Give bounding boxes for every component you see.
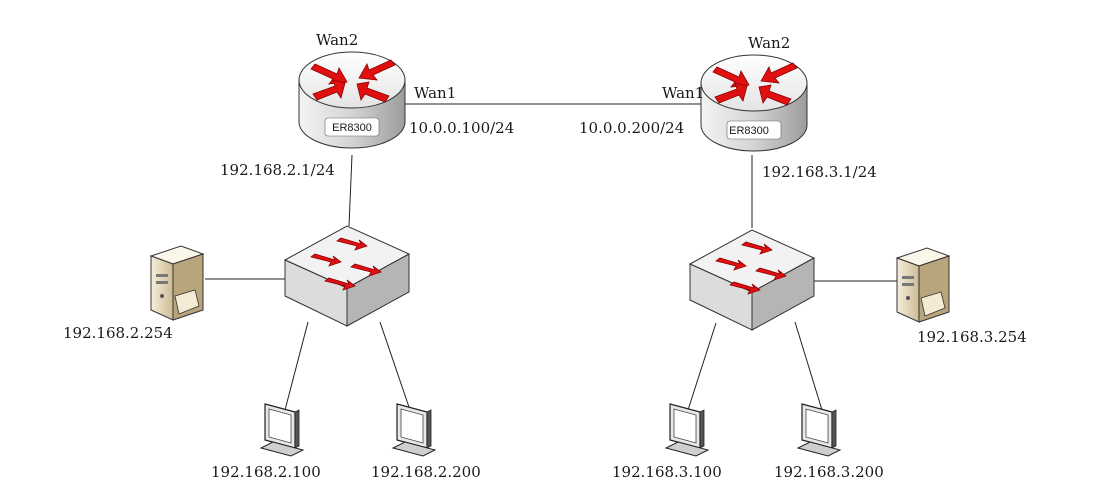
left-router-wan1-ip: 10.0.0.100/24	[409, 119, 514, 137]
left-router-lan-ip: 192.168.2.1/24	[220, 161, 335, 179]
right-pc1-link	[687, 322, 717, 411]
right-pc-icon-2[interactable]	[797, 403, 841, 457]
right-router-lan-ip: 192.168.3.1/24	[762, 163, 877, 181]
left-pc2-link	[379, 321, 411, 411]
left-pc-icon-2[interactable]	[392, 403, 436, 457]
left-switch[interactable]	[284, 225, 410, 327]
left-server-icon[interactable]	[150, 245, 204, 321]
left-pc-ip-2: 192.168.2.200	[371, 463, 481, 481]
right-pc-ip-2: 192.168.3.200	[774, 463, 884, 481]
right-server-ip: 192.168.3.254	[917, 328, 1027, 346]
right-router-wan2-label: Wan2	[748, 34, 790, 52]
left-router-switch-link	[348, 154, 353, 227]
right-router-model: ER8300	[729, 125, 769, 137]
right-switch[interactable]	[689, 229, 815, 331]
left-router[interactable]: ER8300	[298, 51, 406, 149]
right-router-wan1-label: Wan1	[662, 84, 704, 102]
left-pc1-link	[284, 321, 309, 411]
left-router-model: ER8300	[332, 122, 372, 134]
right-pc-ip-1: 192.168.3.100	[612, 463, 722, 481]
right-pc2-link	[794, 321, 823, 411]
left-router-wan2-label: Wan2	[316, 31, 358, 49]
right-router[interactable]: ER8300	[700, 54, 808, 152]
right-server-icon[interactable]	[896, 247, 950, 323]
right-router-wan1-ip: 10.0.0.200/24	[579, 119, 684, 137]
left-pc-icon-1[interactable]	[260, 403, 304, 457]
right-pc-icon-1[interactable]	[665, 403, 709, 457]
left-pc-ip-1: 192.168.2.100	[211, 463, 321, 481]
left-server-ip: 192.168.2.254	[63, 324, 173, 342]
left-router-wan1-label: Wan1	[414, 84, 456, 102]
